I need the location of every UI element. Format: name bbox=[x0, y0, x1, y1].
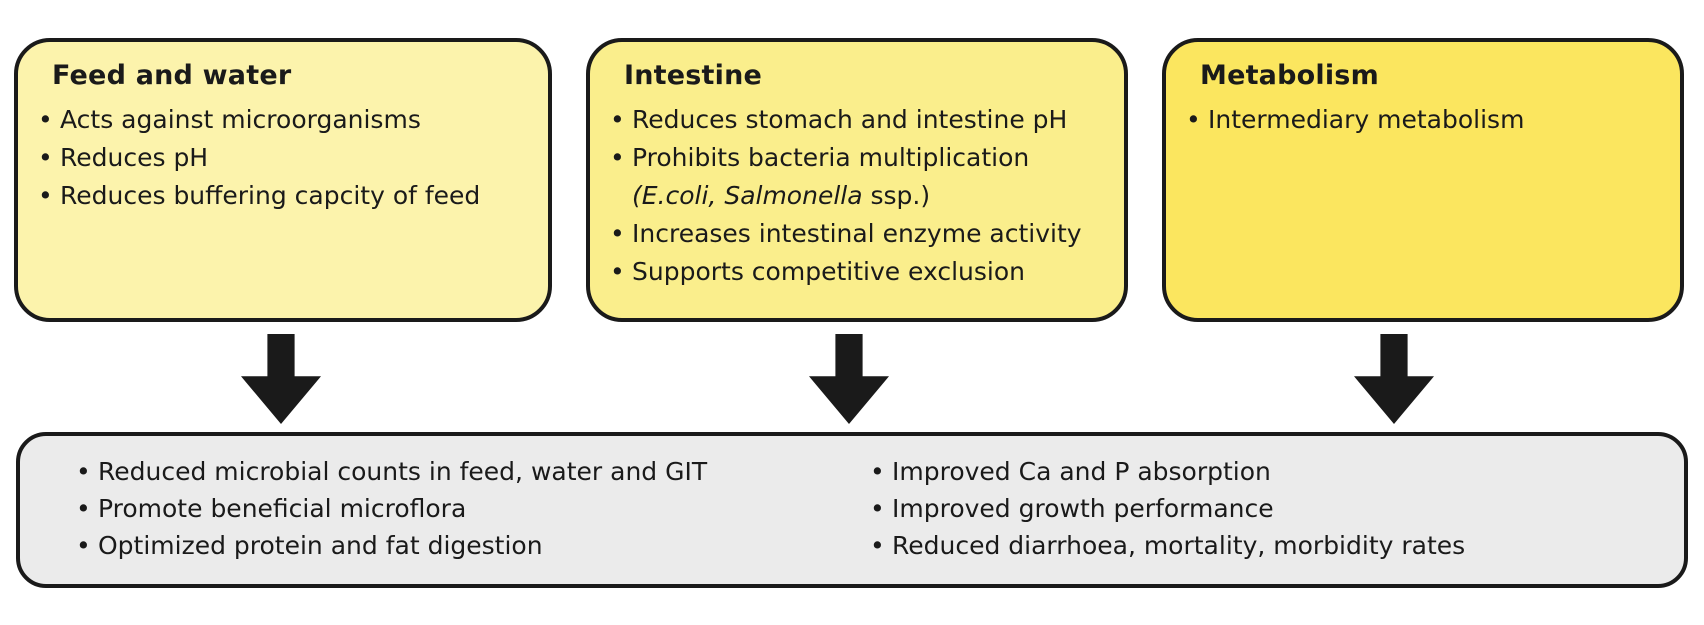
metabolism-list: Intermediary metabolism bbox=[1186, 101, 1670, 139]
bullet-item: Reduces pH bbox=[38, 139, 538, 177]
bullet-item: Acts against microorganisms bbox=[38, 101, 538, 139]
bullet-item: Supports competitive exclusion bbox=[610, 253, 1114, 291]
species-note: (E.coli, Salmonella ssp.) bbox=[632, 181, 931, 210]
bullet-item: Promote beneficial microflora bbox=[76, 490, 870, 527]
bullet-item: Reduces stomach and intestine pH bbox=[610, 101, 1114, 139]
feed-and-water-box: Feed and water Acts against microorganis… bbox=[14, 38, 552, 322]
bullet-item: Reduced diarrhoea, mortality, morbidity … bbox=[870, 527, 1664, 564]
results-left-list: Reduced microbial counts in feed, water … bbox=[76, 453, 870, 584]
intestine-list: Reduces stomach and intestine pH Prohibi… bbox=[610, 101, 1114, 291]
down-arrow-icon bbox=[809, 334, 889, 424]
box-title-intestine: Intestine bbox=[624, 60, 763, 91]
feed-and-water-list: Acts against microorganisms Reduces pH R… bbox=[38, 101, 538, 215]
down-arrow-icon bbox=[1354, 334, 1434, 424]
metabolism-box: Metabolism Intermediary metabolism bbox=[1162, 38, 1684, 322]
down-arrow-icon bbox=[241, 334, 321, 424]
bullet-item: Optimized protein and fat digestion bbox=[76, 527, 870, 564]
bullet-item: Prohibits bacteria multiplication (E.col… bbox=[610, 139, 1114, 215]
results-right-list: Improved Ca and P absorption Improved gr… bbox=[870, 453, 1664, 584]
bullet-item: Increases intestinal enzyme activity bbox=[610, 215, 1114, 253]
bullet-item: Improved Ca and P absorption bbox=[870, 453, 1664, 490]
bullet-item: Intermediary metabolism bbox=[1186, 101, 1670, 139]
box-title-feed-and-water: Feed and water bbox=[52, 60, 292, 91]
results-box: Reduced microbial counts in feed, water … bbox=[16, 432, 1688, 588]
bullet-item: Improved growth performance bbox=[870, 490, 1664, 527]
bullet-item: Reduced microbial counts in feed, water … bbox=[76, 453, 870, 490]
bullet-item: Reduces buffering capcity of feed bbox=[38, 177, 538, 215]
species-italic: (E.coli, Salmonella bbox=[632, 181, 863, 210]
box-title-metabolism: Metabolism bbox=[1200, 60, 1379, 91]
intestine-box: Intestine Reduces stomach and intestine … bbox=[586, 38, 1128, 322]
